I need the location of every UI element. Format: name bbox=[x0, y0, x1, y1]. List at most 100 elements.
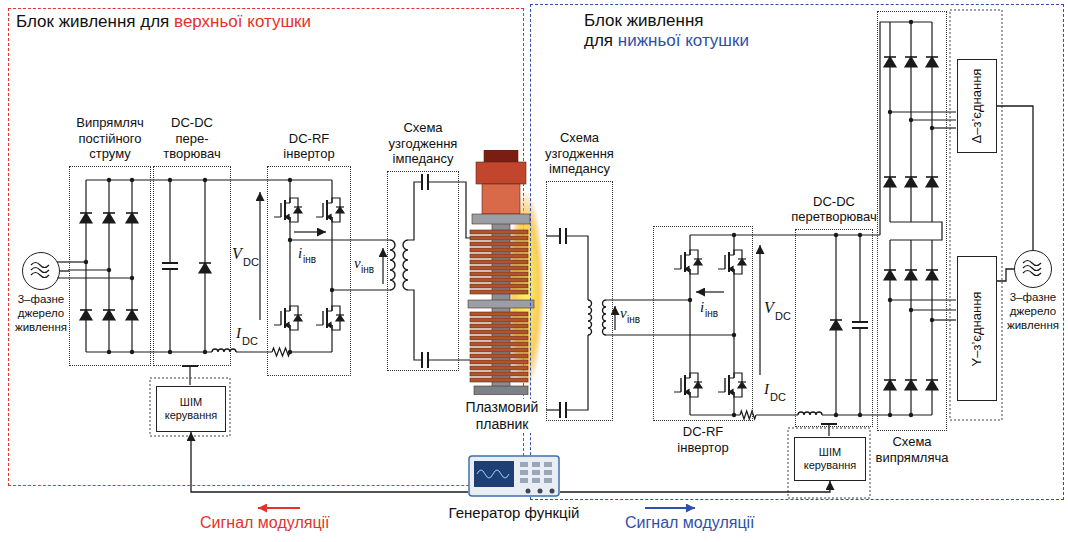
transformer-coil bbox=[403, 240, 408, 290]
block-label: DC-RF інвертор bbox=[668, 424, 738, 455]
diode-symbol bbox=[294, 315, 302, 321]
mosfet-symbol bbox=[322, 311, 323, 325]
dotted-outline bbox=[788, 428, 870, 498]
modulation-signal-label: Сигнал модуляції bbox=[625, 514, 755, 532]
wire bbox=[546, 235, 560, 236]
ac-source-symbol bbox=[1023, 271, 1041, 276]
signal-symbol: V bbox=[764, 300, 774, 316]
block-label: DC-DC перетворювач bbox=[784, 194, 884, 225]
wire bbox=[86, 179, 332, 180]
ac-source: 3–фазне джерело живлення bbox=[1014, 250, 1052, 288]
signal-subscript: DC bbox=[243, 257, 259, 268]
diode-symbol bbox=[126, 213, 138, 223]
signal-symbol: V bbox=[232, 246, 242, 262]
arrow bbox=[614, 306, 615, 330]
wire bbox=[290, 239, 390, 240]
junction-dot bbox=[107, 178, 111, 182]
region-title: верхньої котушки bbox=[174, 12, 311, 32]
capacitor-symbol bbox=[560, 402, 566, 418]
lower-coil-winding bbox=[470, 366, 528, 370]
wire bbox=[880, 22, 932, 235]
diode-symbol bbox=[126, 309, 138, 311]
circuit-block: DC-RF інвертор bbox=[267, 166, 351, 376]
junction-dot bbox=[888, 298, 892, 302]
block-label: ШІМ керування bbox=[157, 396, 225, 422]
upper-coil-winding bbox=[470, 254, 528, 258]
separator-plate bbox=[472, 214, 530, 224]
diode-symbol bbox=[80, 309, 92, 311]
mosfet-symbol bbox=[685, 267, 689, 272]
generator-button bbox=[532, 470, 540, 475]
junction-dot bbox=[858, 413, 862, 417]
diode-symbol bbox=[830, 320, 842, 330]
wire bbox=[290, 351, 332, 352]
circuit bbox=[31, 10, 1041, 508]
pwm-control-box: ШІМ керування bbox=[794, 437, 866, 481]
diode-symbol bbox=[336, 314, 344, 315]
junction-dot bbox=[888, 110, 892, 114]
diode-symbol bbox=[830, 319, 842, 321]
power-block-region: Блок живлення дляверхньої котушки3–фазне… bbox=[8, 8, 524, 486]
capacitor-symbol bbox=[560, 228, 566, 244]
generator-button bbox=[544, 470, 552, 475]
upper-housing bbox=[482, 184, 520, 214]
connection-box: Y–з’єднання bbox=[957, 256, 997, 401]
supply-wire bbox=[997, 269, 1014, 281]
arrow bbox=[258, 507, 300, 509]
ac-source-symbol bbox=[31, 273, 49, 278]
wire bbox=[911, 309, 956, 310]
ac-source-symbol bbox=[31, 263, 49, 268]
output-jack bbox=[550, 489, 555, 494]
junction-dot bbox=[909, 118, 913, 122]
region-title: Блок живлення для bbox=[16, 12, 169, 32]
wire bbox=[331, 217, 332, 311]
diode-symbol bbox=[294, 314, 302, 315]
signal-symbol: i bbox=[700, 300, 704, 315]
resistor-symbol bbox=[272, 348, 290, 356]
mosfet-symbol bbox=[280, 203, 281, 217]
wire bbox=[733, 269, 734, 378]
diode-symbol bbox=[884, 56, 896, 58]
supply-wire bbox=[60, 270, 69, 271]
wire bbox=[289, 217, 290, 311]
lower-coil-winding bbox=[470, 318, 528, 322]
signal-subscript: інв bbox=[705, 309, 718, 319]
diode-symbol bbox=[80, 212, 92, 214]
top-cap bbox=[484, 150, 518, 162]
diode-symbol bbox=[103, 212, 115, 214]
lower-coil-winding bbox=[470, 330, 528, 334]
function-generator: Генератор функцій bbox=[468, 452, 560, 500]
circuit-block: DC-DC перетворювач bbox=[795, 229, 873, 427]
diode-symbol bbox=[694, 258, 702, 259]
wire bbox=[931, 22, 932, 222]
wire bbox=[911, 119, 956, 120]
dotted-outline bbox=[950, 10, 1002, 420]
screen-wave bbox=[477, 470, 509, 478]
wire bbox=[108, 180, 109, 352]
mosfet-symbol bbox=[680, 378, 681, 392]
junction-dot bbox=[909, 413, 913, 417]
mosfet-symbol bbox=[316, 306, 340, 330]
upper-coil-winding bbox=[470, 266, 528, 270]
wire bbox=[86, 351, 212, 352]
junction-dot bbox=[168, 350, 172, 354]
junction-dot bbox=[130, 350, 134, 354]
upper-coil-winding bbox=[470, 290, 528, 294]
mosfet-symbol bbox=[718, 373, 742, 397]
diode-symbol bbox=[126, 310, 138, 320]
junction-dot bbox=[130, 178, 134, 182]
signal-symbol: v bbox=[354, 256, 361, 271]
junction-dot bbox=[203, 178, 207, 182]
mosfet-symbol bbox=[674, 373, 698, 397]
diode-symbol bbox=[694, 381, 702, 382]
separator-plate bbox=[468, 300, 534, 308]
mosfet-symbol bbox=[274, 306, 298, 330]
mosfet-symbol bbox=[685, 390, 689, 395]
modulation-signal-label: Сигнал модуляції bbox=[200, 514, 330, 532]
mosfet-symbol bbox=[729, 390, 733, 395]
wire bbox=[932, 319, 956, 320]
diode-symbol bbox=[926, 380, 938, 390]
circuit-block: Схема узгодження імпедансу bbox=[546, 181, 613, 421]
capacitor-symbol bbox=[852, 322, 868, 328]
circuit-block: DC-DC пере- творювач bbox=[153, 166, 231, 366]
